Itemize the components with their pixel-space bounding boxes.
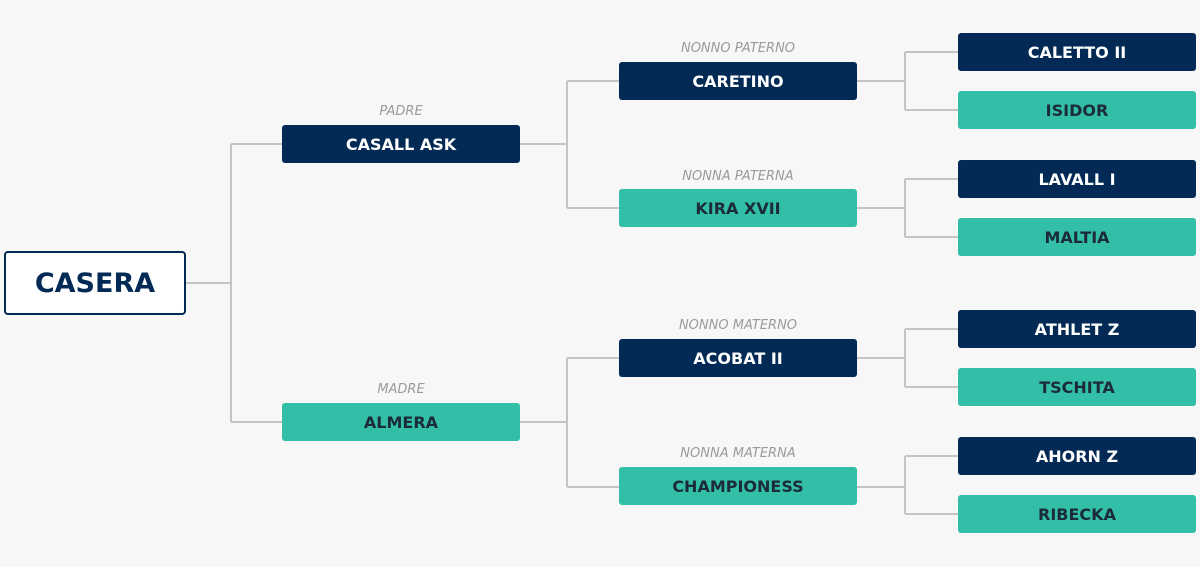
sire-box[interactable]: CASALL ASK	[282, 125, 520, 163]
great-grandparent-box[interactable]: LAVALL I	[958, 160, 1196, 198]
connector-acobat	[857, 328, 958, 388]
great-grandparent-box[interactable]: MALTIA	[958, 218, 1196, 256]
connector-championess	[857, 455, 958, 515]
great-grandparent-box[interactable]: TSCHITA	[958, 368, 1196, 406]
great-grandparent-box[interactable]: ISIDOR	[958, 91, 1196, 129]
dam-box[interactable]: ALMERA	[282, 403, 520, 441]
great-grandparent-box[interactable]: AHORN Z	[958, 437, 1196, 475]
great-grandparent-box[interactable]: RIBECKA	[958, 495, 1196, 533]
paternal-granddam-box[interactable]: KIRA XVII	[619, 189, 857, 227]
maternal-grandsire-box[interactable]: ACOBAT II	[619, 339, 857, 377]
maternal-granddam-box[interactable]: CHAMPIONESS	[619, 467, 857, 505]
paternal-grandsire-role-label: NONNO PATERNO	[680, 41, 796, 56]
horse-name-box[interactable]: CASERA	[4, 251, 186, 315]
dam-role-label: MADRE	[377, 382, 425, 397]
connector-caretino	[857, 51, 958, 111]
paternal-granddam-role-label: NONNA PATERNA	[682, 169, 794, 184]
connector-sire-grandparents	[520, 80, 619, 209]
maternal-grandsire-role-label: NONNO MATERNO	[678, 318, 798, 333]
great-grandparent-box[interactable]: ATHLET Z	[958, 310, 1196, 348]
connector-root-parents	[185, 143, 282, 423]
sire-role-label: PADRE	[379, 104, 423, 119]
connector-kira	[857, 178, 958, 238]
maternal-granddam-role-label: NONNA MATERNA	[680, 446, 796, 461]
great-grandparent-box[interactable]: CALETTO II	[958, 33, 1196, 71]
connector-dam-grandparents	[520, 357, 619, 488]
paternal-grandsire-box[interactable]: CARETINO	[619, 62, 857, 100]
